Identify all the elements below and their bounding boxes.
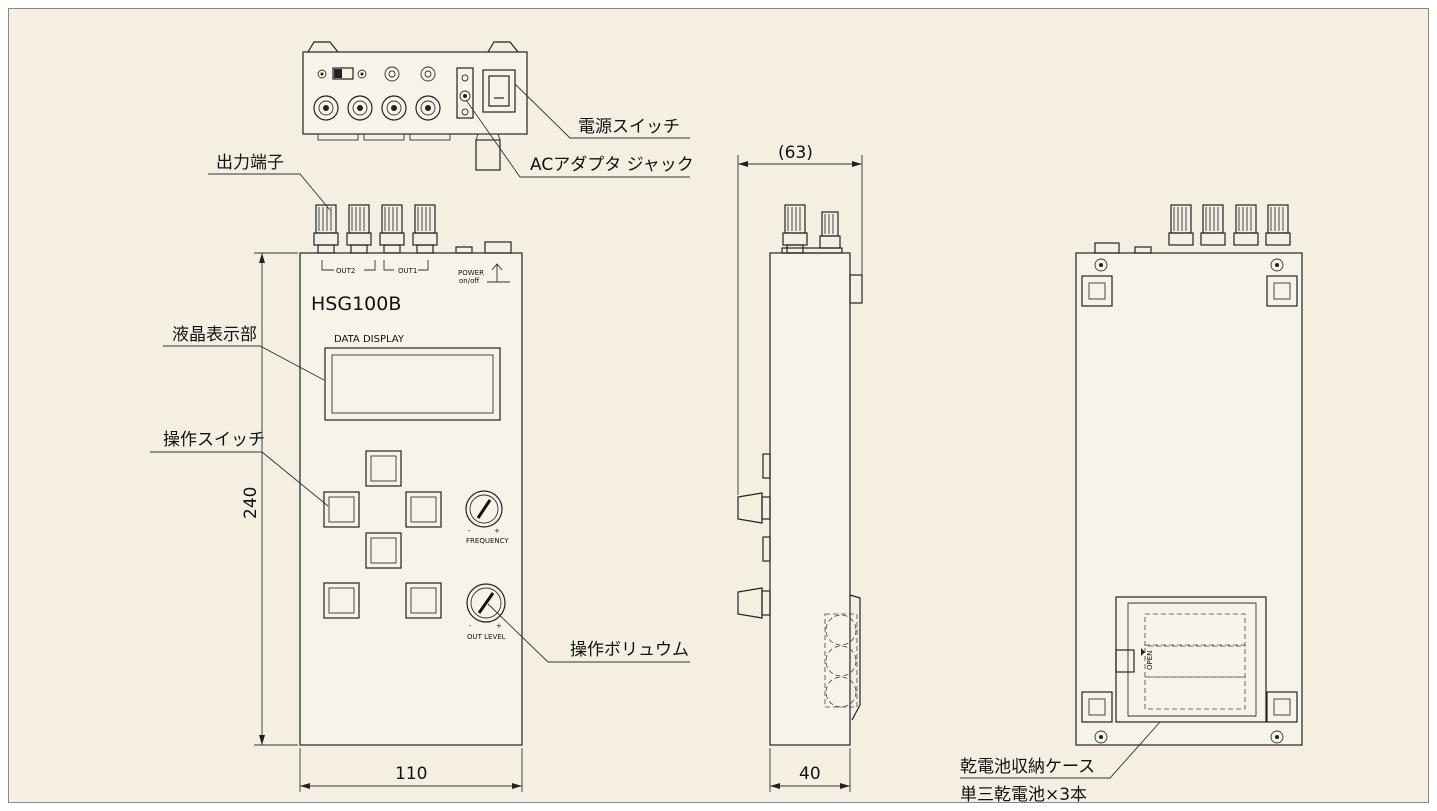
rubber-feet <box>1081 275 1298 723</box>
depth-total-dimension: (63) <box>778 143 813 163</box>
lcd-callout: 液晶表示部 <box>172 325 257 345</box>
top-view <box>302 41 528 171</box>
operation-volume-callout: 操作ボリュウム <box>570 640 689 660</box>
out-level-label: OUT LEVEL <box>467 633 506 641</box>
height-dimension: 240 <box>241 487 261 519</box>
side-view <box>737 204 863 746</box>
battery-note: 単三乾電池×3本 <box>960 785 1087 805</box>
front-binding-posts <box>313 204 438 254</box>
power-switch-callout: 電源スイッチ <box>578 117 680 137</box>
power-label-onoff: on/off <box>459 277 479 285</box>
front-view: OUT2 OUT1 POWER on/off HSG100B DATA DISP… <box>299 204 523 746</box>
top-terminal-jacks <box>313 95 441 121</box>
operation-switch-callout: 操作スイッチ <box>163 430 265 450</box>
frequency-label: FREQUENCY <box>466 537 509 545</box>
svg-text:-: - <box>469 622 472 630</box>
out2-label: OUT2 <box>336 267 355 275</box>
battery-case-callout: 乾電池収納ケース <box>960 757 1095 777</box>
dimension-height: 240 <box>241 252 298 746</box>
width-dimension: 110 <box>395 764 427 784</box>
operation-switches <box>323 450 442 619</box>
display-label: DATA DISPLAY <box>334 334 405 345</box>
out1-label: OUT1 <box>398 267 417 275</box>
power-label: POWER <box>458 269 484 277</box>
svg-text:+: + <box>496 622 502 630</box>
lcd-display <box>324 347 501 421</box>
dimension-width: 110 <box>299 748 523 792</box>
svg-text:+: + <box>494 527 500 535</box>
output-terminals-callout: 出力端子 <box>216 153 284 173</box>
out-level-knob <box>466 583 506 623</box>
depth-dimension: 40 <box>799 764 821 784</box>
dimension-depth-total: (63) <box>737 143 863 495</box>
ac-adapter-jack-callout: ACアダプタ ジャック <box>530 155 694 175</box>
model-name: HSG100B <box>311 293 401 315</box>
back-view: OPEN <box>1075 204 1303 746</box>
open-label: OPEN <box>1146 651 1154 670</box>
svg-text:-: - <box>468 527 471 535</box>
frequency-knob <box>465 490 503 528</box>
back-screws <box>1094 258 1284 744</box>
dimension-depth: 40 <box>769 748 851 792</box>
switch-symbol-icon <box>487 263 510 283</box>
